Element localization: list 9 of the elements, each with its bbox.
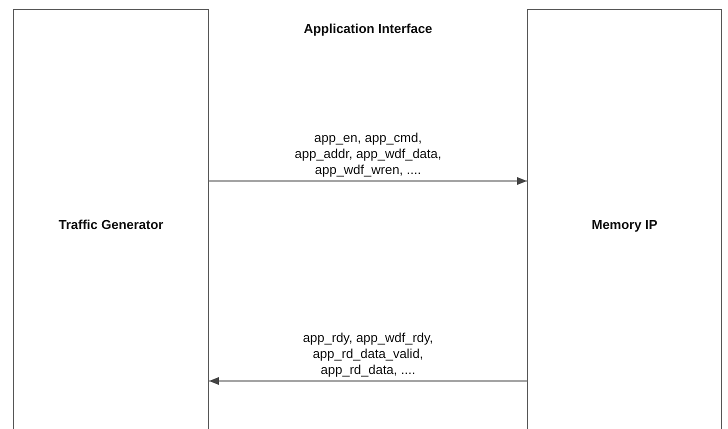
diagram-title: Application Interface [302,21,434,37]
arrow [208,377,528,385]
arrow [208,177,528,185]
block-box [13,9,209,429]
signal-list: app_rdy, app_wdf_rdy, app_rd_data_valid, app_rd_data, .... [298,330,438,378]
block-box [527,9,722,429]
block-label: Traffic Generator [58,217,164,232]
block-label: Memory IP [592,217,658,232]
signal-list: app_en, app_cmd, app_addr, app_wdf_data, app_wdf_wren, .... [287,130,449,178]
